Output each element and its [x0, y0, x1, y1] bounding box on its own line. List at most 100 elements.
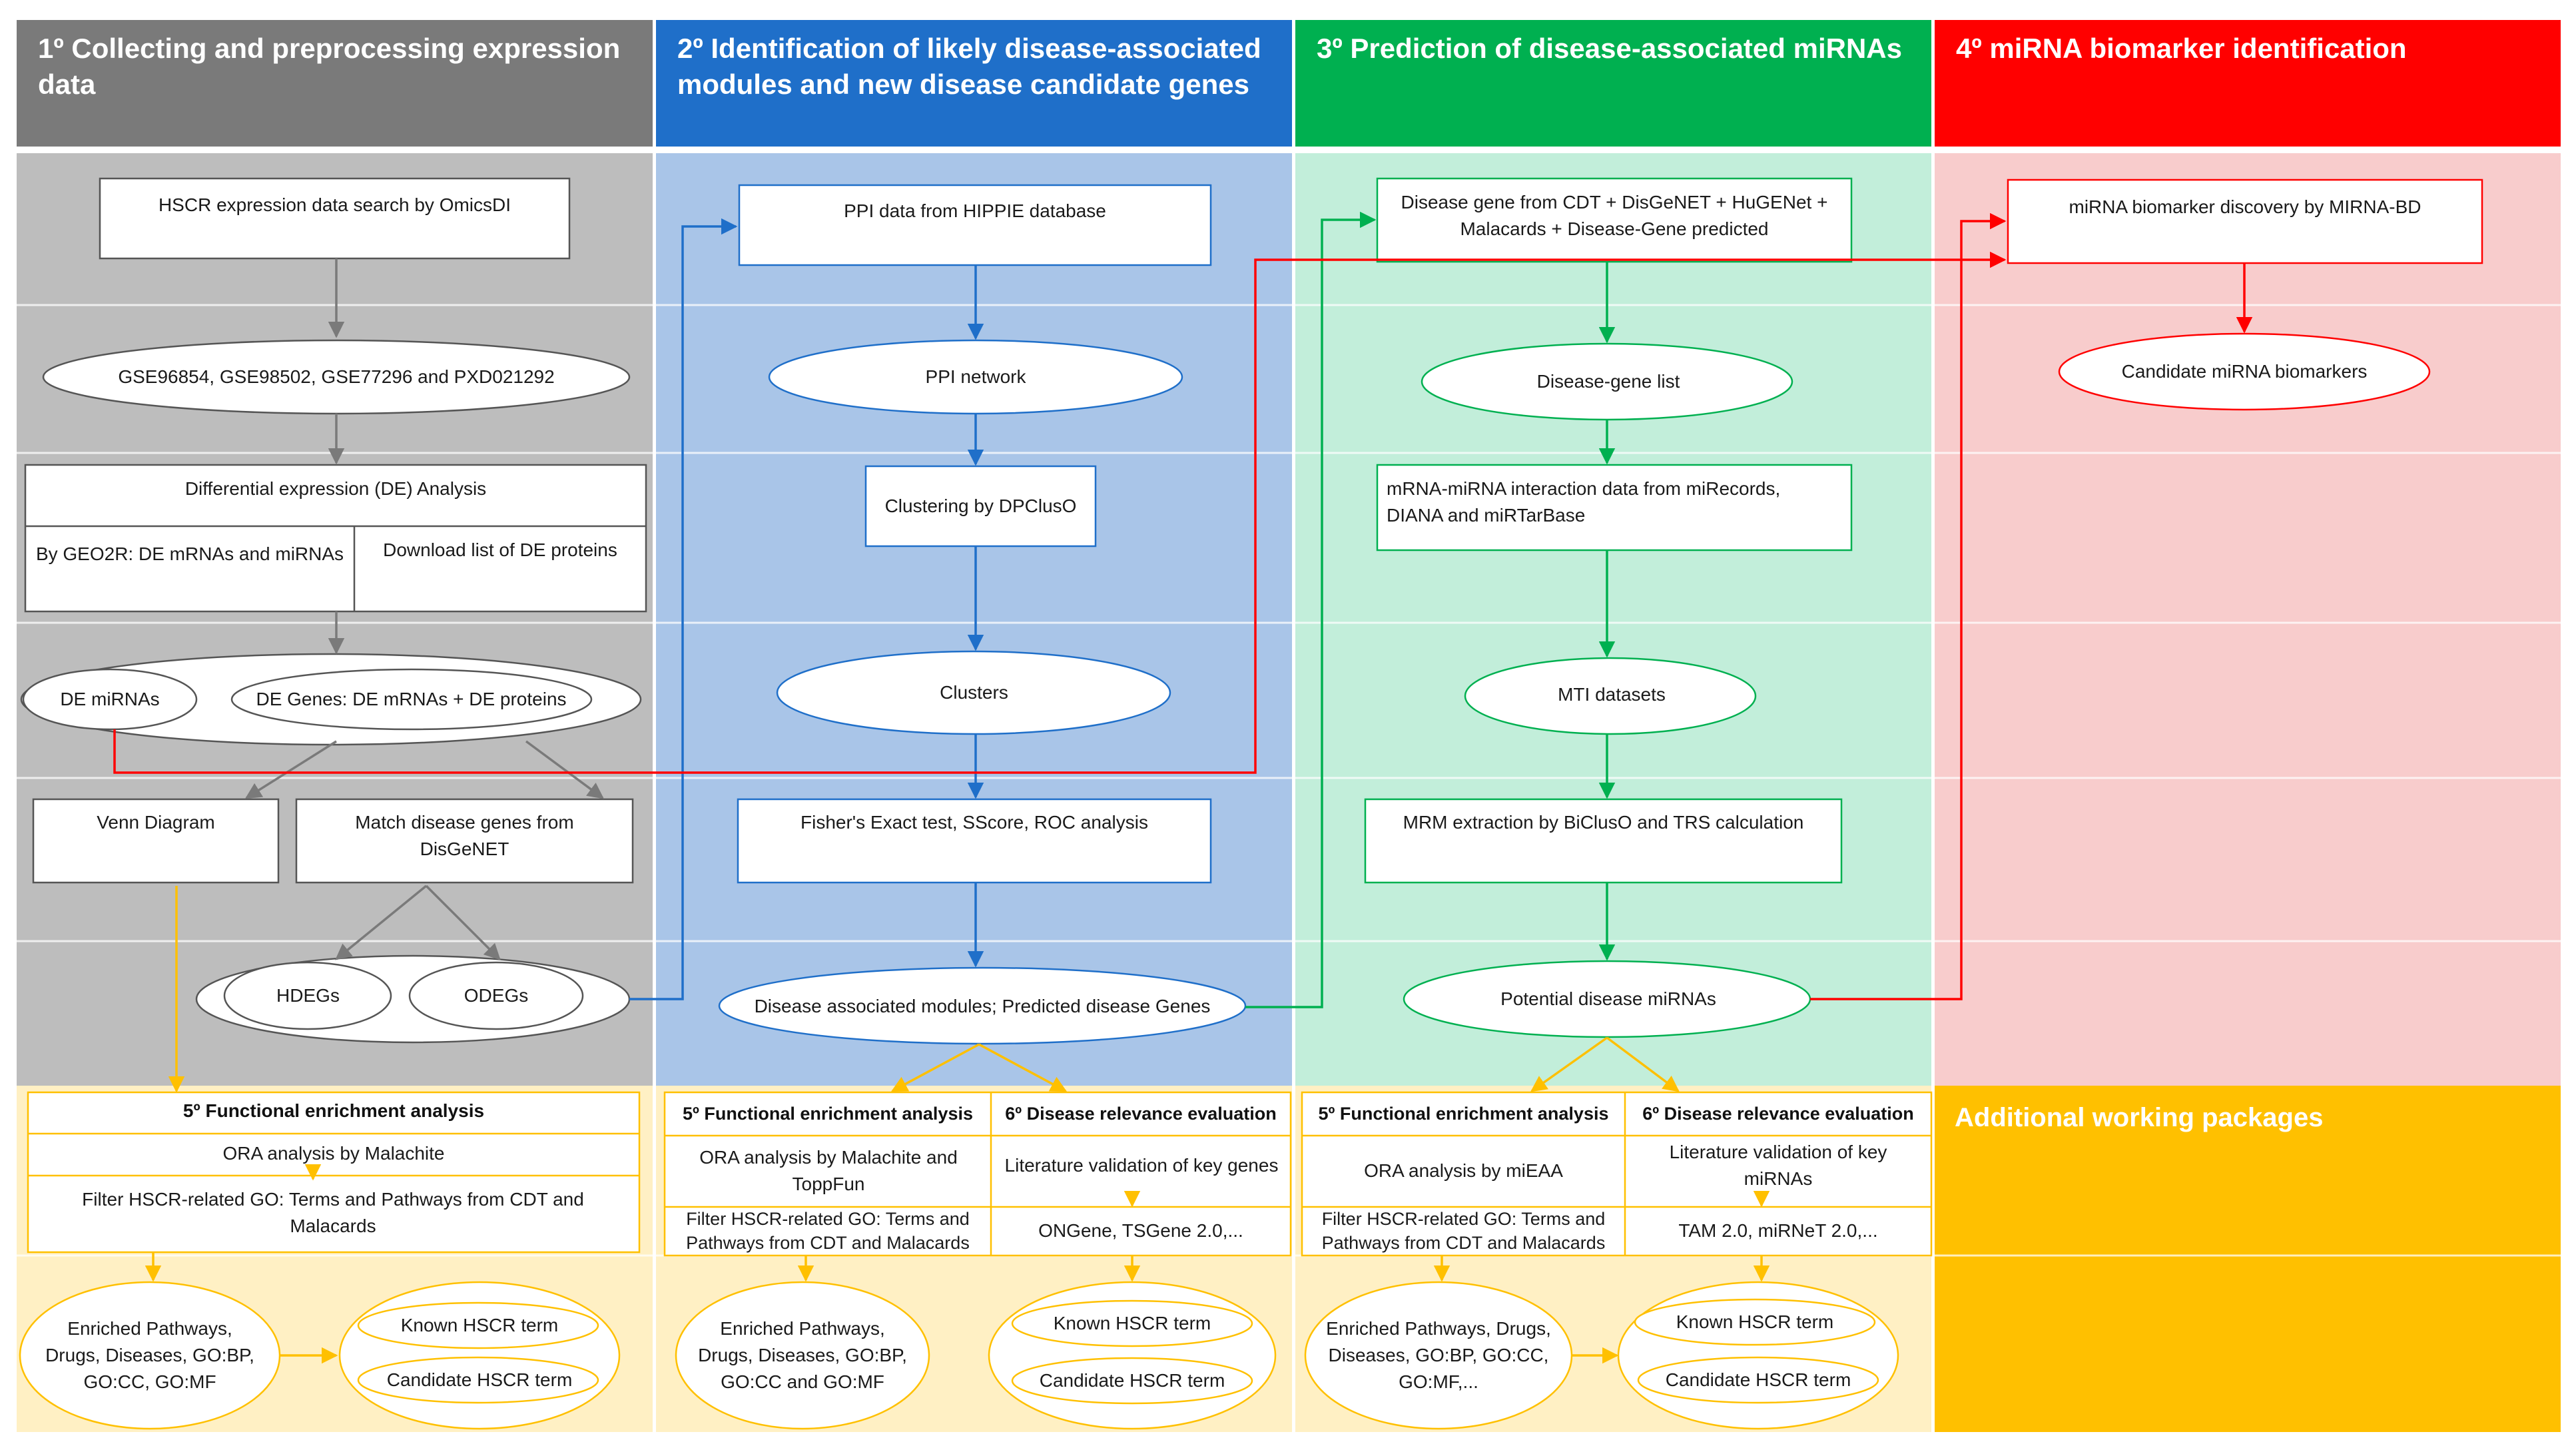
label-candidate-1: Candidate HSCR term — [386, 1369, 573, 1390]
label-lit-2: Literature validation of key genes — [1004, 1155, 1279, 1176]
label-datasets: GSE96854, GSE98502, GSE77296 and PXD0212… — [118, 366, 555, 387]
label-ppi-network: PPI network — [925, 366, 1026, 387]
title-fea-2: 5º Functional enrichment analysis — [683, 1104, 973, 1124]
header-bar-2 — [656, 20, 1292, 147]
label-candidates: Candidate miRNA biomarkers — [2121, 361, 2368, 382]
ellipse-de-mirnas — [22, 668, 198, 731]
orange-arrows — [145, 886, 1770, 1364]
label-additional-packages: Additional working packages — [1955, 1102, 2324, 1132]
box-disease-gene — [1376, 177, 1853, 263]
label-filter-2: Filter HSCR-related GO: Terms and Pathwa… — [686, 1209, 970, 1253]
label-enriched-1: Enriched Pathways, Drugs, Diseases, GO:B… — [45, 1318, 254, 1392]
ellipse-candidate-3 — [1637, 1356, 1879, 1404]
label-hippie: PPI data from HIPPIE database — [844, 200, 1106, 221]
label-mti: MTI datasets — [1558, 684, 1666, 705]
label-de-mirnas: DE miRNAs — [60, 689, 160, 709]
label-enriched-2: Enriched Pathways, Drugs, Diseases, GO:B… — [698, 1318, 907, 1392]
ellipse-odegs — [408, 961, 584, 1030]
header-step-4: 4º miRNA biomarker identification — [1956, 33, 2407, 64]
ellipse-known-3 — [1634, 1298, 1876, 1346]
ellipse-known-2 — [1011, 1299, 1253, 1347]
title-dre-2: 6º Disease relevance evaluation — [1005, 1104, 1277, 1124]
label-ora-2: ORA analysis by Malachite and ToppFun — [699, 1147, 958, 1194]
ellipse-candidate-1 — [357, 1356, 599, 1404]
ellipse-enriched-2 — [675, 1281, 930, 1430]
box-interaction — [1376, 464, 1853, 551]
label-interaction: mRNA-miRNA interaction data from miRecor… — [1387, 478, 1781, 526]
label-dpcluso: Clustering by DPClusO — [884, 496, 1077, 516]
label-modules: Disease associated modules; Predicted di… — [754, 995, 1211, 1016]
label-tools-3: TAM 2.0, miRNeT 2.0,... — [1678, 1220, 1878, 1241]
ellipse-known-1 — [357, 1301, 599, 1349]
label-potential: Potential disease miRNAs — [1500, 988, 1716, 1009]
green-arrows — [1245, 211, 1616, 1008]
label-de-analysis: Differential expression (DE) Analysis — [184, 478, 487, 499]
ellipse-mti — [1464, 657, 1757, 735]
label-gene-list: Disease-gene list — [1536, 371, 1680, 392]
header-bar-4 — [1935, 20, 2561, 147]
box-fea-3 — [1301, 1091, 1933, 1257]
label-filter-1: Filter HSCR-related GO: Terms and Pathwa… — [82, 1188, 584, 1236]
label-fisher: Fisher's Exact test, SScore, ROC analysi… — [801, 812, 1148, 833]
label-hdegs: HDEGs — [276, 985, 340, 1006]
box-match-disgenet — [295, 798, 634, 884]
ellipse-de-genes — [230, 668, 593, 731]
label-odegs: ODEGs — [464, 985, 529, 1006]
label-known-1: Known HSCR term — [400, 1315, 559, 1335]
band-gray — [17, 153, 653, 1086]
header-bar-1 — [17, 20, 653, 147]
ellipse-candidate-2 — [1011, 1357, 1253, 1405]
blue-arrows — [629, 218, 984, 1000]
box-hippie — [738, 184, 1212, 266]
title-fea-3: 5º Functional enrichment analysis — [1318, 1104, 1609, 1124]
header-step-2: 2º Identification of likely disease-asso… — [677, 33, 1261, 100]
ellipse-clusters — [776, 650, 1171, 735]
band-red — [1935, 153, 2561, 1086]
box-mrm — [1364, 798, 1843, 884]
ellipse-candidates — [2058, 332, 2431, 411]
row-separators — [17, 304, 2561, 1257]
box-fea-1 — [27, 1091, 641, 1254]
ellipse-modules — [718, 966, 1247, 1045]
box-fea-2 — [663, 1091, 1292, 1257]
label-match-disgenet: Match disease genes from DisGeNET — [355, 812, 574, 859]
label-omicsdi-search: HSCR expression data search by OmicsDI — [158, 194, 511, 215]
box-venn — [32, 798, 280, 884]
band-additional — [1935, 1086, 2561, 1432]
label-de-genes: DE Genes: DE mRNAs + DE proteins — [256, 689, 567, 709]
label-tools-2: ONGene, TSGene 2.0,... — [1038, 1220, 1243, 1241]
label-filter-3: Filter HSCR-related GO: Terms and Pathwa… — [1321, 1209, 1606, 1253]
label-known-3: Known HSCR term — [1676, 1311, 1834, 1332]
header-step-1: 1º Collecting and preprocessing expressi… — [38, 33, 621, 100]
header-bar-3 — [1295, 20, 1931, 147]
band-green — [1295, 153, 1931, 1086]
label-enriched-3: Enriched Pathways, Drugs, Diseases, GO:B… — [1326, 1318, 1551, 1392]
label-candidate-2: Candidate HSCR term — [1039, 1370, 1225, 1391]
label-known-2: Known HSCR term — [1053, 1313, 1211, 1333]
box-fisher — [737, 798, 1212, 884]
box-omicsdi-search — [99, 177, 571, 260]
ellipse-hdegs — [223, 961, 392, 1030]
box-de-analysis — [24, 464, 647, 613]
box-mirna-bd — [2007, 179, 2483, 264]
label-ora-3: ORA analysis by miEAA — [1364, 1160, 1563, 1181]
header-step-3: 3º Prediction of disease-associated miRN… — [1317, 33, 1902, 64]
band-blue — [656, 153, 1292, 1086]
box-dpcluso — [864, 465, 1097, 547]
label-venn: Venn Diagram — [97, 812, 215, 833]
label-ora-1: ORA analysis by Malachite — [222, 1143, 445, 1164]
label-download-proteins: Download list of DE proteins — [383, 540, 617, 560]
label-mirna-bd: miRNA biomarker discovery by MIRNA-BD — [2069, 196, 2421, 217]
label-mrm: MRM extraction by BiClusO and TRS calcul… — [1403, 812, 1804, 833]
title-fea-1: 5º Functional enrichment analysis — [182, 1100, 485, 1121]
label-geo2r: By GEO2R: DE mRNAs and miRNAs — [35, 544, 344, 564]
gray-arrows — [244, 258, 604, 960]
label-clusters: Clusters — [940, 682, 1008, 703]
label-candidate-3: Candidate HSCR term — [1665, 1369, 1851, 1390]
red-arrows — [113, 212, 2253, 1000]
title-dre-3: 6º Disease relevance evaluation — [1642, 1104, 1914, 1124]
label-disease-gene: Disease gene from CDT + DisGeNET + HuGEN… — [1401, 191, 1828, 239]
label-lit-3: Literature validation of key miRNAs — [1669, 1142, 1887, 1189]
